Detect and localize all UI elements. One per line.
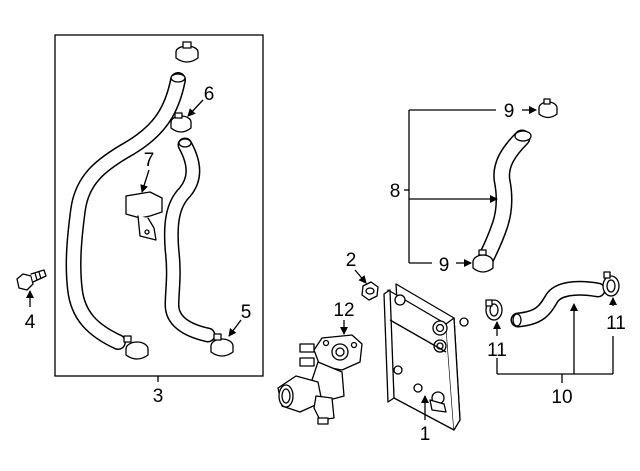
outlet-hose[interactable] — [163, 137, 216, 343]
callout-12: 12 — [333, 300, 354, 321]
callout-10: 10 — [551, 387, 572, 408]
callout-6: 6 — [204, 84, 215, 105]
hose-assembly-frame — [54, 34, 264, 377]
callout-11-right: 11 — [606, 313, 626, 334]
hose-clamp-bottom[interactable] — [123, 335, 149, 360]
hose-clamp-top[interactable] — [175, 41, 199, 63]
oil-cooler[interactable] — [383, 283, 469, 431]
callout-7: 7 — [144, 150, 155, 171]
callout-9-bottom: 9 — [439, 255, 450, 276]
callout-9-top: 9 — [504, 101, 515, 122]
callout-8: 8 — [390, 181, 401, 202]
hose-clamp-11-left[interactable] — [485, 299, 503, 321]
callout-5: 5 — [241, 302, 252, 323]
callout-1: 1 — [420, 424, 431, 445]
hose-clamp-11-right[interactable] — [602, 271, 620, 297]
bypass-hose[interactable] — [477, 129, 532, 267]
callout-4: 4 — [25, 312, 36, 333]
inlet-hose[interactable] — [65, 72, 186, 350]
callout-2: 2 — [346, 250, 357, 271]
nut[interactable] — [361, 281, 379, 301]
hose-clamp-5[interactable] — [210, 333, 234, 357]
thermostat-housing[interactable] — [277, 334, 363, 425]
callout-3: 3 — [153, 386, 164, 407]
hose-clamp-6[interactable] — [170, 112, 192, 133]
hose-clamp-9-bottom[interactable] — [472, 249, 494, 273]
callout-11-left: 11 — [487, 340, 507, 361]
hose-clamp-9-top[interactable] — [538, 98, 558, 119]
bolt[interactable] — [16, 269, 47, 291]
hose-bracket[interactable] — [125, 191, 163, 241]
oil-cooler-hose[interactable] — [510, 280, 606, 328]
